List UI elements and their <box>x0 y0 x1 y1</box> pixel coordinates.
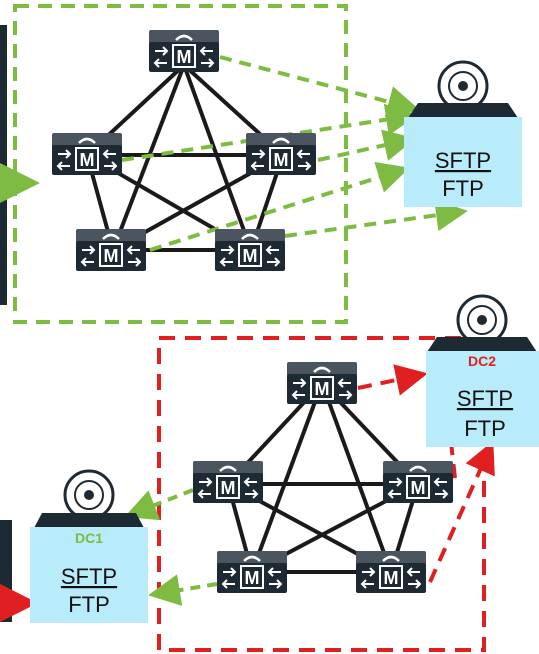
dc2-server-line1: SFTP <box>457 386 513 411</box>
node-glyph: M <box>274 150 289 170</box>
dc1-server-line2: FTP <box>68 592 110 617</box>
node-glyph: M <box>104 246 119 266</box>
left-panel-edge-top <box>0 25 7 305</box>
top-server-line2: FTP <box>442 176 484 201</box>
node-glyph: M <box>243 246 258 266</box>
ftp-server-icon <box>34 469 144 528</box>
top-server-line1: SFTP <box>435 148 491 173</box>
ftp-server-icon <box>427 294 537 352</box>
top-ftp-server: SFTP FTP <box>404 60 522 207</box>
node-glyph: M <box>411 478 426 498</box>
node-glyph: M <box>245 568 260 588</box>
left-panel-edge-bottom <box>0 520 12 622</box>
dc2-server-line2: FTP <box>464 416 506 441</box>
ftp-server-icon <box>408 60 518 118</box>
dc1-ftp-server: DC1 SFTP FTP <box>30 469 148 623</box>
node-glyph: M <box>315 379 330 399</box>
dc2-tag: DC2 <box>468 353 496 369</box>
dc1-transfer-arrows <box>124 488 218 606</box>
dc2-ftp-server: DC2 SFTP FTP <box>426 294 539 447</box>
node-glyph: M <box>80 150 95 170</box>
node-glyph: M <box>384 568 399 588</box>
dc1-server-line1: SFTP <box>61 564 117 589</box>
node-glyph: M <box>221 478 236 498</box>
node-glyph: M <box>177 47 192 67</box>
dc1-tag: DC1 <box>75 530 103 546</box>
